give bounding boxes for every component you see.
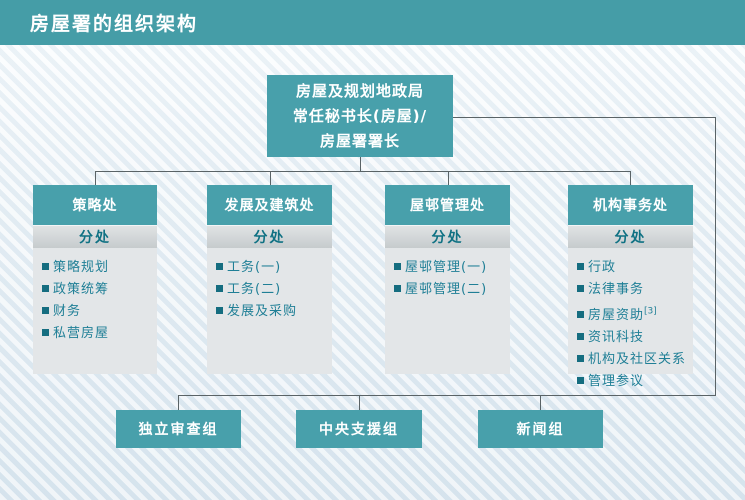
division-item-label: 策略规划: [53, 260, 110, 275]
division-item: 财务: [42, 301, 153, 323]
division-item: 工务(二): [216, 279, 328, 301]
branch-development: 发展及建筑处 分处 工务(一) 工务(二) 发展及采购: [207, 185, 332, 374]
page-header: 房屋署的组织架构: [0, 0, 745, 45]
connector-top-stem: [360, 157, 361, 172]
connector-right-horizontal: [453, 117, 716, 118]
bullet-square-icon: [42, 329, 49, 336]
bullet-square-icon: [216, 285, 223, 292]
connector-unit-bus: [178, 395, 716, 396]
director-box: 房屋及规划地政局 常任秘书长(房屋)/ 房屋署署长: [267, 75, 453, 157]
bullet-square-icon: [216, 263, 223, 270]
bullet-square-icon: [394, 263, 401, 270]
division-item-label: 发展及采购: [227, 304, 298, 319]
bullet-square-icon: [577, 333, 584, 341]
subdivision-bar: 分处: [568, 225, 693, 248]
unit-box-press: 新闻组: [478, 410, 603, 448]
bullet-square-icon: [42, 307, 49, 314]
division-item-label: 工务(二): [227, 282, 282, 297]
unit-box-central-support: 中央支援组: [296, 410, 422, 448]
bullet-square-icon: [577, 263, 584, 270]
division-header: 策略处: [33, 185, 157, 225]
subdivision-bar: 分处: [385, 225, 510, 248]
bullet-square-icon: [577, 355, 584, 363]
connector-drop-corporate: [630, 171, 631, 185]
division-item: 屋邨管理(一): [394, 257, 506, 279]
division-item-label: 行政: [588, 260, 617, 275]
subdivision-list: 工务(一) 工务(二) 发展及采购: [207, 248, 332, 374]
division-header: 机构事务处: [568, 185, 693, 225]
director-box-line: 房屋署署长: [319, 131, 400, 150]
connector-drop-strategy: [95, 171, 96, 185]
branch-corporate-services: 机构事务处 分处 行政法律事务房屋资助[3] 资讯科技机构及社区关系管理参议: [568, 185, 693, 389]
subdivision-list: 行政法律事务房屋资助[3] 资讯科技机构及社区关系管理参议: [568, 248, 693, 393]
branch-estate-management: 屋邨管理处 分处 屋邨管理(一) 屋邨管理(二): [385, 185, 510, 374]
division-item: 机构及社区关系: [577, 349, 689, 371]
division-item-label: 管理参议: [588, 374, 645, 390]
division-item-label: 屋邨管理(二): [405, 282, 488, 297]
connector-drop-independent-review: [178, 395, 179, 410]
division-item: 政策统筹: [42, 279, 153, 301]
connector-drop-estate: [448, 171, 449, 185]
division-item: 资讯科技: [577, 327, 689, 349]
connector-division-bus: [95, 171, 631, 172]
bullet-square-icon: [216, 307, 223, 314]
connector-drop-development: [270, 171, 271, 185]
director-box-line: 房屋及规划地政局: [295, 81, 424, 100]
division-item-label: 机构及社区关系: [588, 352, 687, 368]
page-title: 房屋署的组织架构: [30, 13, 199, 35]
division-item-label: 私营房屋: [53, 326, 110, 341]
division-item-label: 法律事务: [588, 282, 645, 297]
bullet-square-icon: [42, 263, 49, 270]
division-item: 私营房屋: [42, 323, 153, 345]
division-item-label: 资讯科技: [588, 330, 645, 346]
bullet-square-icon: [394, 285, 401, 292]
division-item-label: 工务(一): [227, 260, 282, 275]
division-item: 策略规划: [42, 257, 153, 279]
division-header: 发展及建筑处: [207, 185, 332, 225]
division-header: 屋邨管理处: [385, 185, 510, 225]
subdivision-list: 屋邨管理(一) 屋邨管理(二): [385, 248, 510, 374]
connector-drop-press: [540, 395, 541, 410]
subdivision-bar: 分处: [33, 225, 157, 248]
division-item-label: 政策统筹: [53, 282, 110, 297]
bullet-square-icon: [577, 311, 584, 319]
division-item: 行政: [577, 257, 689, 279]
bullet-square-icon: [42, 285, 49, 292]
unit-box-independent-review: 独立审查组: [116, 410, 241, 448]
bullet-square-icon: [577, 285, 584, 292]
footnote-marker: [3]: [644, 307, 657, 317]
division-item-label: 财务: [53, 304, 82, 319]
bullet-square-icon: [577, 377, 584, 385]
subdivision-bar: 分处: [207, 225, 332, 248]
division-item: 房屋资助[3]: [577, 301, 689, 327]
division-item-label: 屋邨管理(一): [405, 260, 488, 275]
division-item: 工务(一): [216, 257, 328, 279]
division-item: 管理参议: [577, 371, 689, 393]
division-item-label: 房屋资助[3]: [588, 307, 657, 324]
division-item: 屋邨管理(二): [394, 279, 506, 301]
branch-strategy: 策略处 分处 策略规划政策统筹财务私营房屋: [33, 185, 157, 374]
connector-right-vertical: [715, 117, 716, 396]
director-box-line: 常任秘书长(房屋)/: [292, 106, 428, 125]
division-item: 法律事务: [577, 279, 689, 301]
division-item: 发展及采购: [216, 301, 328, 323]
subdivision-list: 策略规划政策统筹财务私营房屋: [33, 248, 157, 374]
connector-drop-central-support: [359, 395, 360, 410]
